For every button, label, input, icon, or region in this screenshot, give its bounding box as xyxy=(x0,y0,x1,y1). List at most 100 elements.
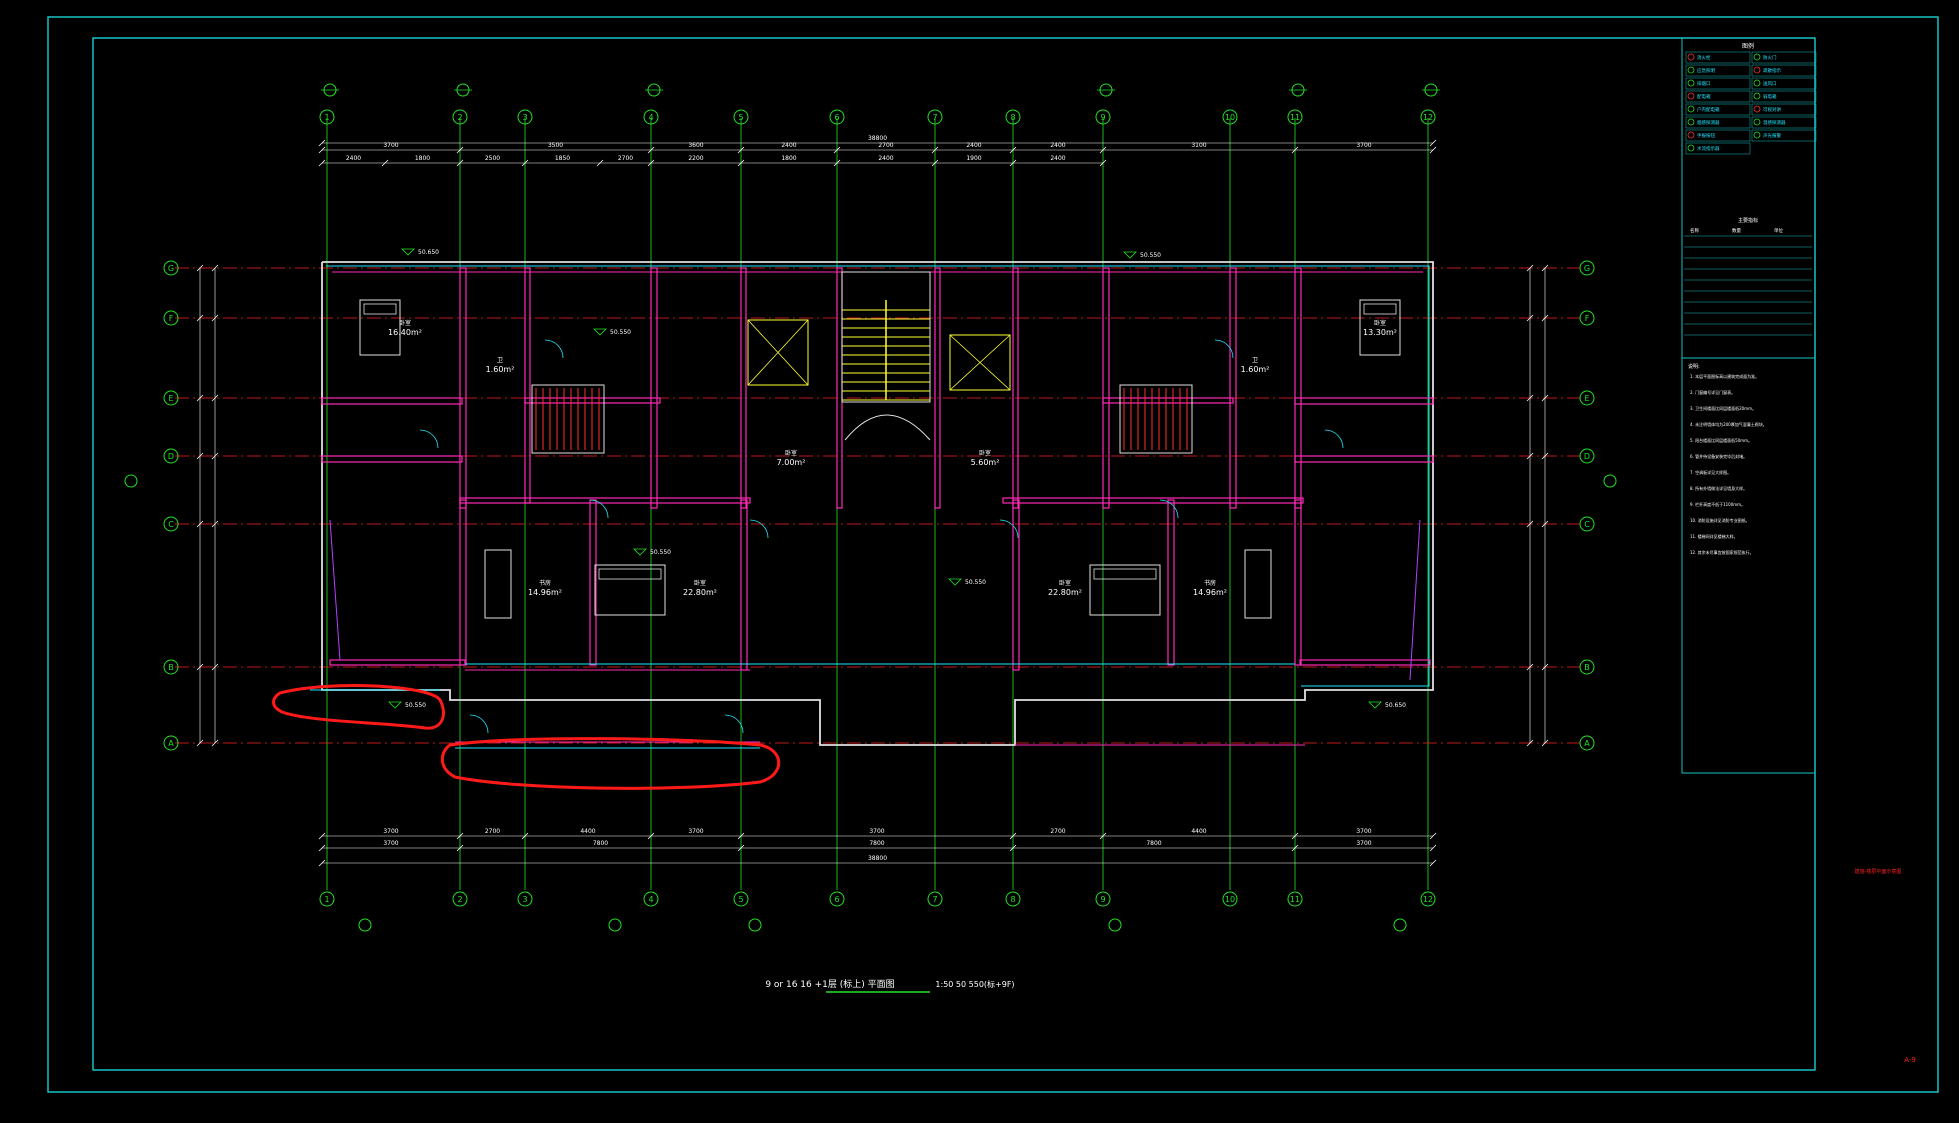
dim-vertical-tick xyxy=(196,264,204,272)
room-area: 16.40m² xyxy=(388,328,422,337)
bed-pillow xyxy=(363,303,397,315)
dim-top-mid-label: 3100 xyxy=(1191,142,1206,149)
legend-symbol xyxy=(1753,92,1761,100)
notes-line: 8. 所有外墙做法详见墙身大样。 xyxy=(1690,485,1747,491)
dim-top-mid-tick xyxy=(318,146,326,154)
dim-top-overall-label: 38800 xyxy=(868,135,887,142)
legend-cell xyxy=(1751,77,1817,90)
axis-bubble xyxy=(517,109,533,125)
legend-item-label: 弱电箱 xyxy=(1763,93,1777,100)
room-label: 卧室 xyxy=(694,579,706,587)
dim-top-inner-tick xyxy=(456,159,464,167)
detail-index-bubble xyxy=(1603,474,1617,488)
dim-vertical-tick xyxy=(196,314,204,322)
room-label: 卧室 xyxy=(1059,579,1071,587)
dim-bottom-inner-label: 2700 xyxy=(485,828,500,835)
legend-cell xyxy=(1751,116,1817,129)
dim-vertical-tick xyxy=(196,452,204,460)
fixtures xyxy=(359,271,1401,734)
dim-top-overall-tick xyxy=(318,139,326,147)
interior-wall xyxy=(1294,455,1434,463)
elevator-shaft xyxy=(747,319,809,386)
dim-top-mid-label: 3500 xyxy=(548,142,563,149)
legend-panel: 图例消火栓防火门应急照明疏散指示排烟口送风口配电箱弱电箱户内配电箱可视对讲烟感探… xyxy=(1681,37,1817,774)
axis-bubble-label: 7 xyxy=(932,895,937,904)
dim-top-inner-tick xyxy=(647,159,655,167)
dim-vertical-tick xyxy=(1526,394,1534,402)
door-swing xyxy=(1214,339,1234,359)
legend-item-label: 送风口 xyxy=(1763,80,1777,87)
legend-item-label: 疏散指示 xyxy=(1763,67,1781,74)
axis-bubble-label: E xyxy=(168,394,173,403)
dim-top-inner-tick xyxy=(596,159,604,167)
axis-bubble xyxy=(163,516,179,532)
dim-vertical-tick xyxy=(1541,520,1549,528)
axis-bubble xyxy=(319,891,335,907)
door-swing xyxy=(419,429,439,449)
bed-pillow xyxy=(598,568,662,580)
dim-vertical-tick xyxy=(196,663,204,671)
legend-cell xyxy=(1751,51,1817,64)
interior-wall xyxy=(1012,499,1020,671)
room-label: 卫 xyxy=(1252,357,1258,364)
dim-top-mid-label: 3700 xyxy=(383,142,398,149)
legend-cell xyxy=(1685,142,1751,155)
dim-vertical-tick xyxy=(196,739,204,747)
axis-bubble-label: 5 xyxy=(738,113,743,122)
axis-bubble-label: 3 xyxy=(522,895,527,904)
interior-wall xyxy=(321,455,463,463)
dim-vertical-tick xyxy=(1541,739,1549,747)
dim-top-mid-tick xyxy=(931,146,939,154)
bed xyxy=(1359,299,1401,356)
interior-wall xyxy=(329,659,466,666)
desk xyxy=(1244,549,1272,619)
dim-vertical-tick xyxy=(1541,663,1549,671)
axis-bubble xyxy=(452,891,468,907)
axis-bubble xyxy=(163,390,179,406)
dim-vertical-tick xyxy=(1541,452,1549,460)
axis-bubble-label: E xyxy=(1584,394,1589,403)
dim-top-inner-label: 1800 xyxy=(781,155,796,162)
room-area: 5.60m² xyxy=(971,458,1000,467)
dim-top-inner-tick xyxy=(833,159,841,167)
interior-wall xyxy=(1294,267,1302,509)
dim-bottom-mid-label: 3700 xyxy=(383,840,398,847)
notes-title: 说明: xyxy=(1688,363,1700,370)
desk xyxy=(484,549,512,619)
dim-top-mid-label: 2400 xyxy=(781,142,796,149)
dim-vertical-tick xyxy=(1541,314,1549,322)
axis-bubble xyxy=(163,448,179,464)
dim-bottom-mid-label: 7800 xyxy=(869,840,884,847)
elevator-shaft xyxy=(949,334,1011,391)
legend-cell xyxy=(1685,129,1751,142)
dim-vertical-tick xyxy=(1526,264,1534,272)
interior-wall xyxy=(1102,397,1234,404)
bed-pillow xyxy=(1363,303,1397,315)
elevation-label: 50.550 xyxy=(1140,252,1161,259)
axis-bubble-label: C xyxy=(1584,520,1590,529)
legend-item-label: 烟感探测器 xyxy=(1697,119,1720,126)
axis-bubble-label: F xyxy=(169,314,174,323)
stair-arc xyxy=(844,414,931,441)
elevation-label: 50.550 xyxy=(610,329,631,336)
axis-bubble xyxy=(1095,109,1111,125)
axis-bubble-label: A xyxy=(168,739,174,748)
dim-vertical-tick xyxy=(196,394,204,402)
dim-vertical-tick xyxy=(211,452,219,460)
axis-bubble-label: 1 xyxy=(324,895,329,904)
interior-wall xyxy=(740,499,748,671)
dim-bottom-overall-tick xyxy=(318,859,326,867)
axis-bubble-label: 12 xyxy=(1423,113,1433,122)
red-side-note: 建施-楼层平面示意图 xyxy=(1855,868,1902,875)
room-label: 卧室 xyxy=(1374,319,1386,327)
interior-wall xyxy=(524,267,531,504)
dim-top-inner-label: 2200 xyxy=(688,155,703,162)
legend-item-label: 温感探测器 xyxy=(1763,119,1786,126)
axis-bubble-label: 10 xyxy=(1225,895,1235,904)
room-area: 22.80m² xyxy=(683,588,717,597)
dim-bottom-inner-tick xyxy=(1099,832,1107,840)
axis-bubble xyxy=(829,109,845,125)
room-area: 22.80m² xyxy=(1048,588,1082,597)
